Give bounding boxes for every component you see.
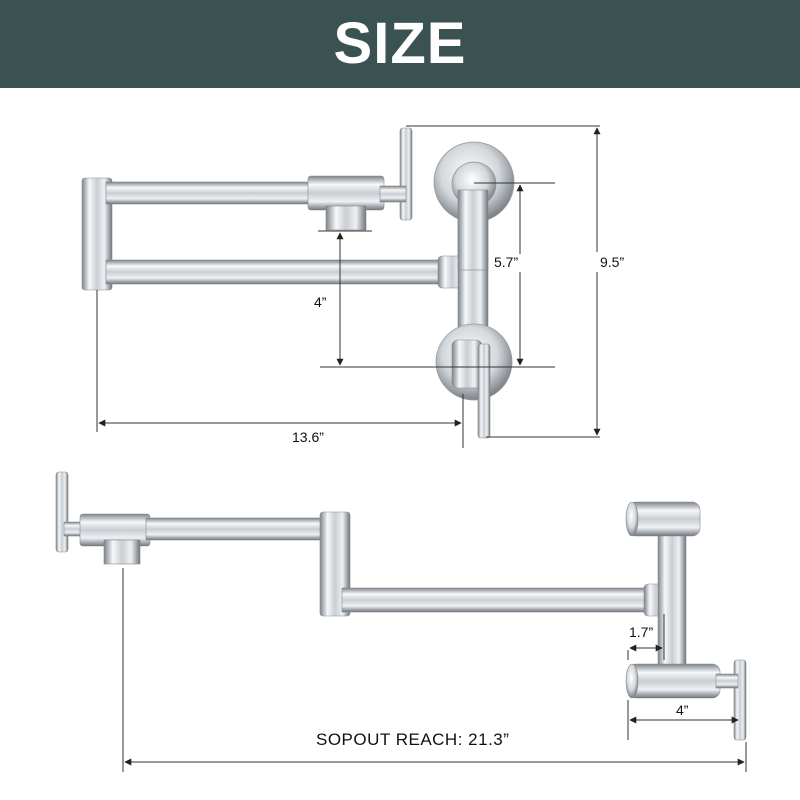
- bottom-right-handle: [733, 659, 747, 741]
- bottom-top-cap: [627, 501, 701, 537]
- top-upper-arm: [105, 181, 317, 205]
- label-mount-spacing: 5.7”: [494, 254, 518, 270]
- bottom-dimension-lines: [122, 568, 747, 772]
- bottom-faucet-illustration: [55, 471, 747, 741]
- top-dimension-lines: [96, 125, 601, 448]
- top-spout-block: [307, 175, 385, 211]
- bottom-upper-arm: [145, 517, 323, 541]
- header-banner: SIZE: [0, 0, 800, 88]
- label-height-total: 9.5”: [600, 254, 624, 270]
- label-arm-spacing: 4”: [314, 294, 327, 310]
- bottom-base-mount: [627, 663, 721, 699]
- top-upper-handle: [399, 127, 413, 221]
- label-reach: SOPOUT REACH: 21.3”: [316, 730, 509, 749]
- label-offset: 1.7”: [629, 624, 653, 640]
- bottom-lower-arm: [341, 587, 665, 613]
- top-faucet-illustration: [81, 127, 515, 439]
- top-handle-stem: [379, 185, 407, 203]
- top-spout-nozzle: [325, 205, 367, 231]
- bottom-left-handle: [55, 471, 69, 553]
- label-width: 13.6”: [292, 429, 324, 445]
- top-lower-arm: [105, 259, 457, 285]
- bottom-mount-pipe: [657, 519, 687, 685]
- label-handle: 4”: [676, 702, 689, 718]
- page-title: SIZE: [333, 11, 467, 76]
- bottom-spout-nozzle: [103, 539, 141, 565]
- top-lower-handle: [477, 343, 491, 439]
